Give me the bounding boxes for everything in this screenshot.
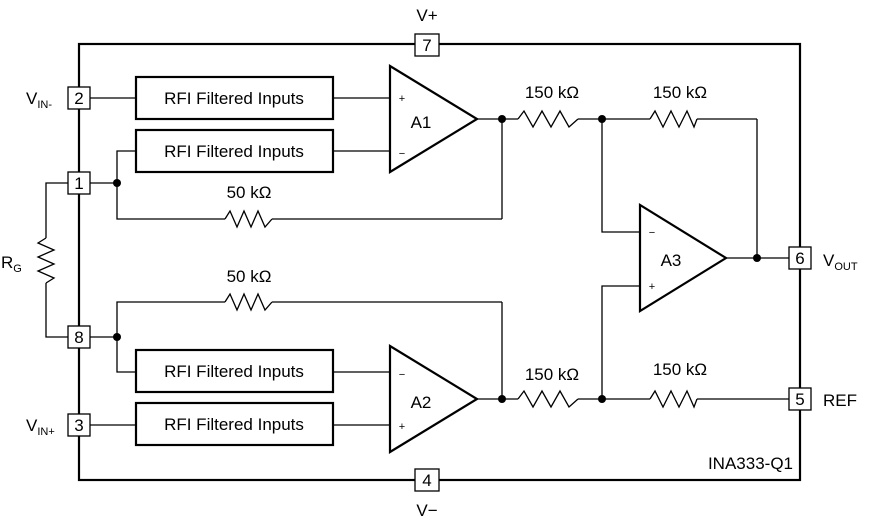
- vplus-label: V+: [416, 6, 437, 25]
- resistor-50k-a-label: 50 kΩ: [227, 183, 272, 202]
- rfi-block-1-label: RFI Filtered Inputs: [164, 89, 304, 108]
- pin-3: 3: [67, 413, 91, 437]
- pin-1: 1: [67, 171, 91, 195]
- pin-6: 6: [788, 246, 812, 270]
- svg-text:8: 8: [74, 328, 83, 347]
- rfi-block-2-label: RFI Filtered Inputs: [164, 142, 304, 161]
- resistor-150k-c-label: 150 kΩ: [525, 365, 579, 384]
- vminus-label: V−: [416, 501, 437, 520]
- rfi-block-4-label: RFI Filtered Inputs: [164, 415, 304, 434]
- resistor-150k-b-label: 150 kΩ: [653, 83, 707, 102]
- svg-text:7: 7: [422, 36, 431, 55]
- resistor-150k-a: [517, 109, 579, 129]
- opamp-a2: − + A2: [388, 344, 480, 454]
- pin-4: 4: [414, 468, 440, 492]
- a2-label: A2: [411, 393, 432, 412]
- a3-minus-sign: −: [649, 227, 655, 239]
- svg-text:5: 5: [795, 390, 804, 409]
- vout-label: VOUT: [823, 251, 858, 273]
- pin-2: 2: [67, 86, 91, 110]
- a2-plus-sign: +: [399, 421, 405, 433]
- pin-8: 8: [67, 325, 91, 349]
- a1-plus-sign: +: [399, 93, 405, 105]
- resistor-150k-c: [517, 389, 579, 409]
- resistor-rg: [36, 237, 56, 284]
- svg-text:3: 3: [74, 416, 83, 435]
- a3-label: A3: [661, 251, 682, 270]
- resistor-50k-b: [224, 292, 273, 312]
- pin-7: 7: [414, 33, 440, 57]
- wiring: [45, 97, 789, 426]
- rfi-block-2: RFI Filtered Inputs: [134, 128, 335, 174]
- opamp-a1: + − A1: [388, 64, 480, 174]
- pin-5: 5: [788, 387, 812, 411]
- rfi-block-1: RFI Filtered Inputs: [134, 75, 335, 121]
- opamp-a3: − + A3: [638, 203, 729, 313]
- a2-minus-sign: −: [399, 369, 405, 381]
- resistor-50k-a: [224, 209, 273, 229]
- part-number: INA333-Q1: [708, 454, 793, 473]
- ref-label: REF: [823, 391, 857, 410]
- svg-text:6: 6: [795, 249, 804, 268]
- resistor-150k-a-label: 150 kΩ: [525, 83, 579, 102]
- resistor-150k-b: [649, 109, 698, 129]
- a3-plus-sign: +: [649, 281, 655, 293]
- a1-label: A1: [411, 113, 432, 132]
- resistor-150k-d: [649, 389, 698, 409]
- svg-text:4: 4: [422, 471, 431, 490]
- vin-minus-label: VIN-: [26, 89, 52, 111]
- svg-text:2: 2: [74, 89, 83, 108]
- junctions: [113, 115, 761, 403]
- svg-text:1: 1: [74, 174, 83, 193]
- rfi-block-3-label: RFI Filtered Inputs: [164, 362, 304, 381]
- a1-minus-sign: −: [399, 148, 405, 160]
- rg-label: RG: [1, 253, 22, 275]
- resistor-50k-b-label: 50 kΩ: [227, 267, 272, 286]
- rfi-block-3: RFI Filtered Inputs: [134, 348, 335, 394]
- resistor-150k-d-label: 150 kΩ: [653, 360, 707, 379]
- rfi-block-4: RFI Filtered Inputs: [134, 401, 335, 447]
- vin-plus-label: VIN+: [26, 416, 55, 438]
